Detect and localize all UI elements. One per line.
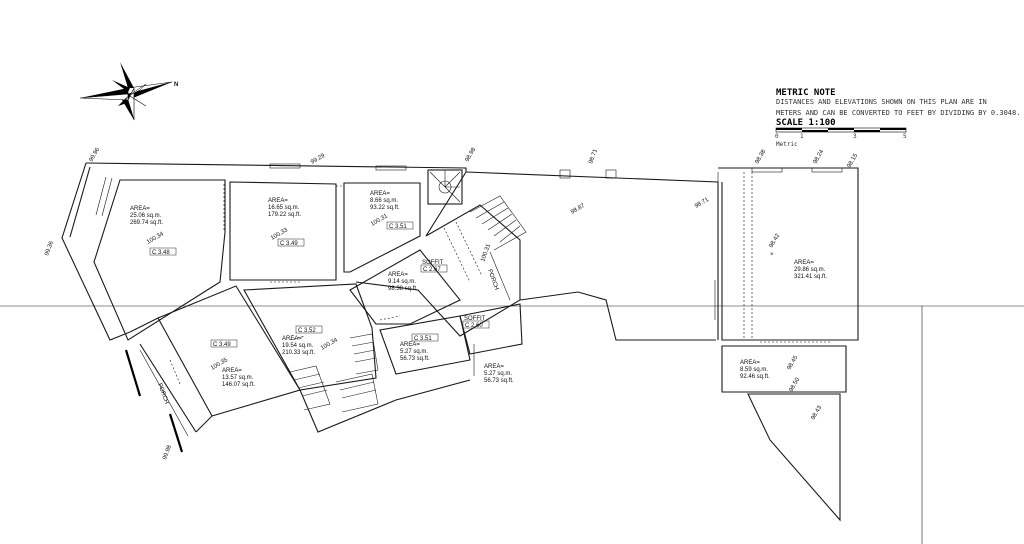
svg-text:100.34: 100.34	[146, 231, 165, 246]
building-walls	[61, 162, 859, 522]
room-2: AREA= 16.65 sq.m. 179.22 sq.ft. 100.33 C…	[268, 198, 305, 247]
level-label: 99.98	[162, 444, 173, 461]
svg-text:146.07 sq.ft.: 146.07 sq.ft.	[222, 382, 255, 388]
scale-bar	[775, 127, 907, 133]
svg-text:C 3.52: C 3.52	[298, 328, 316, 334]
compass-rose-icon: N	[79, 62, 178, 121]
level-label: 98.42	[769, 232, 782, 249]
svg-text:8.59 sq.m.: 8.59 sq.m.	[740, 367, 768, 373]
svg-text:AREA=: AREA=	[740, 360, 760, 366]
svg-text:100.34: 100.34	[320, 337, 339, 352]
room-1: AREA= 25.06 sq.m. 269.74 sq.ft. 100.34 C…	[130, 206, 177, 256]
scale-tick-1: 1	[800, 133, 804, 140]
svg-text:92.46 sq.ft.: 92.46 sq.ft.	[740, 374, 770, 380]
level-label: 98.98	[465, 146, 478, 163]
level-label: 98.45	[787, 354, 800, 371]
svg-text:AREA=: AREA=	[222, 368, 242, 374]
room-6: C 3.49 100.35 AREA= 13.57 sq.m. 146.07 s…	[210, 339, 255, 388]
metric-note: METRIC NOTE DISTANCES AND ELEVATIONS SHO…	[775, 88, 1020, 148]
room-5: AREA= 29.86 sq.m. 321.41 sq.ft. ×	[770, 252, 827, 280]
svg-text:AREA=: AREA=	[130, 206, 150, 212]
svg-text:AREA=: AREA=	[268, 198, 288, 204]
svg-text:25.06 sq.m.: 25.06 sq.m.	[130, 213, 162, 219]
scale-title: SCALE 1:100	[776, 118, 836, 128]
room-3: AREA= 8.66 sq.m. 93.22 sq.ft. 100.31 C 3…	[370, 191, 414, 230]
svg-text:AREA=: AREA=	[400, 342, 420, 348]
room-7: C 3.52 100.34 AREA= 19.54 sq.m. 210.33 s…	[282, 325, 339, 356]
svg-text:93.22 sq.ft.: 93.22 sq.ft.	[370, 205, 400, 211]
level-label: 98.71	[588, 148, 599, 165]
svg-text:56.73 sq.ft.: 56.73 sq.ft.	[400, 356, 430, 362]
svg-text:AREA=: AREA=	[484, 364, 504, 370]
metric-note-line-2: METERS AND CAN BE CONVERTED TO FEET BY D…	[776, 109, 1020, 117]
svg-text:9.14 sq.m.: 9.14 sq.m.	[388, 279, 416, 285]
north-label: N	[174, 82, 178, 88]
svg-text:5.27 sq.m.: 5.27 sq.m.	[400, 349, 428, 355]
svg-text:100.33: 100.33	[270, 227, 289, 242]
level-label: 98.71	[694, 197, 711, 210]
svg-text:56.73 sq.ft.: 56.73 sq.ft.	[484, 378, 514, 384]
svg-text:100.31: 100.31	[370, 213, 389, 228]
level-label: 98.43	[811, 404, 824, 421]
svg-text:C 2.67: C 2.67	[423, 267, 441, 273]
svg-text:AREA=: AREA=	[370, 191, 390, 197]
svg-text:AREA=: AREA=	[282, 336, 302, 342]
svg-text:179.22 sq.ft.: 179.22 sq.ft.	[268, 212, 301, 218]
svg-text:SOFFIT: SOFFIT	[422, 260, 444, 266]
level-label: 98.38	[755, 148, 768, 165]
svg-text:C 3.48: C 3.48	[152, 250, 170, 256]
svg-text:19.54 sq.m.: 19.54 sq.m.	[282, 343, 314, 349]
metric-note-title: METRIC NOTE	[776, 88, 836, 98]
level-label: 98.87	[570, 203, 587, 216]
scale-unit: Metric	[776, 141, 798, 148]
level-label: 98.24	[813, 148, 826, 165]
porch-label: PORCH	[486, 269, 499, 291]
room-10: AREA= 8.59 sq.m. 92.46 sq.ft.	[740, 360, 770, 380]
svg-text:8.66 sq.m.: 8.66 sq.m.	[370, 198, 398, 204]
level-label: 99.36	[44, 240, 55, 257]
level-label: 98.50	[789, 376, 802, 393]
svg-text:269.74 sq.ft.: 269.74 sq.ft.	[130, 220, 163, 226]
svg-text:C 3.51: C 3.51	[414, 336, 432, 342]
scale-tick-3: 3	[853, 133, 857, 140]
svg-text:5.27 sq.m.: 5.27 sq.m.	[484, 371, 512, 377]
svg-text:SOFFIT: SOFFIT	[464, 316, 486, 322]
room-8: C 3.51 AREA= 5.27 sq.m. 56.73 sq.ft.	[400, 333, 439, 362]
svg-text:C 3.51: C 3.51	[389, 224, 407, 230]
level-label: 98.15	[847, 152, 860, 169]
svg-text:C 3.49: C 3.49	[280, 241, 298, 247]
svg-text:16.65 sq.m.: 16.65 sq.m.	[268, 205, 300, 211]
room-4: SOFFIT C 2.67 AREA= 9.14 sq.m. 98.38 sq.…	[388, 260, 448, 292]
svg-text:98.38 sq.ft.: 98.38 sq.ft.	[388, 286, 418, 292]
room-9: SOFFIT C 2.60 AREA= 5.27 sq.m. 56.73 sq.…	[462, 316, 514, 384]
level-label: 99.96	[89, 146, 102, 163]
svg-text:C 2.60: C 2.60	[465, 323, 483, 329]
level-label: 99.29	[310, 153, 327, 166]
svg-text:321.41 sq.ft.: 321.41 sq.ft.	[794, 274, 827, 280]
svg-text:AREA=: AREA=	[388, 272, 408, 278]
svg-text:29.86 sq.m.: 29.86 sq.m.	[794, 267, 826, 273]
metric-note-line-1: DISTANCES AND ELEVATIONS SHOWN ON THIS P…	[776, 98, 987, 106]
svg-text:×: ×	[770, 252, 774, 258]
svg-text:210.33 sq.ft.: 210.33 sq.ft.	[282, 350, 315, 356]
svg-text:C 3.49: C 3.49	[213, 342, 231, 348]
scale-tick-0: 0	[775, 133, 779, 140]
svg-text:13.57 sq.m.: 13.57 sq.m.	[222, 375, 254, 381]
svg-text:AREA=: AREA=	[794, 260, 814, 266]
scale-tick-5: 5	[903, 133, 907, 140]
